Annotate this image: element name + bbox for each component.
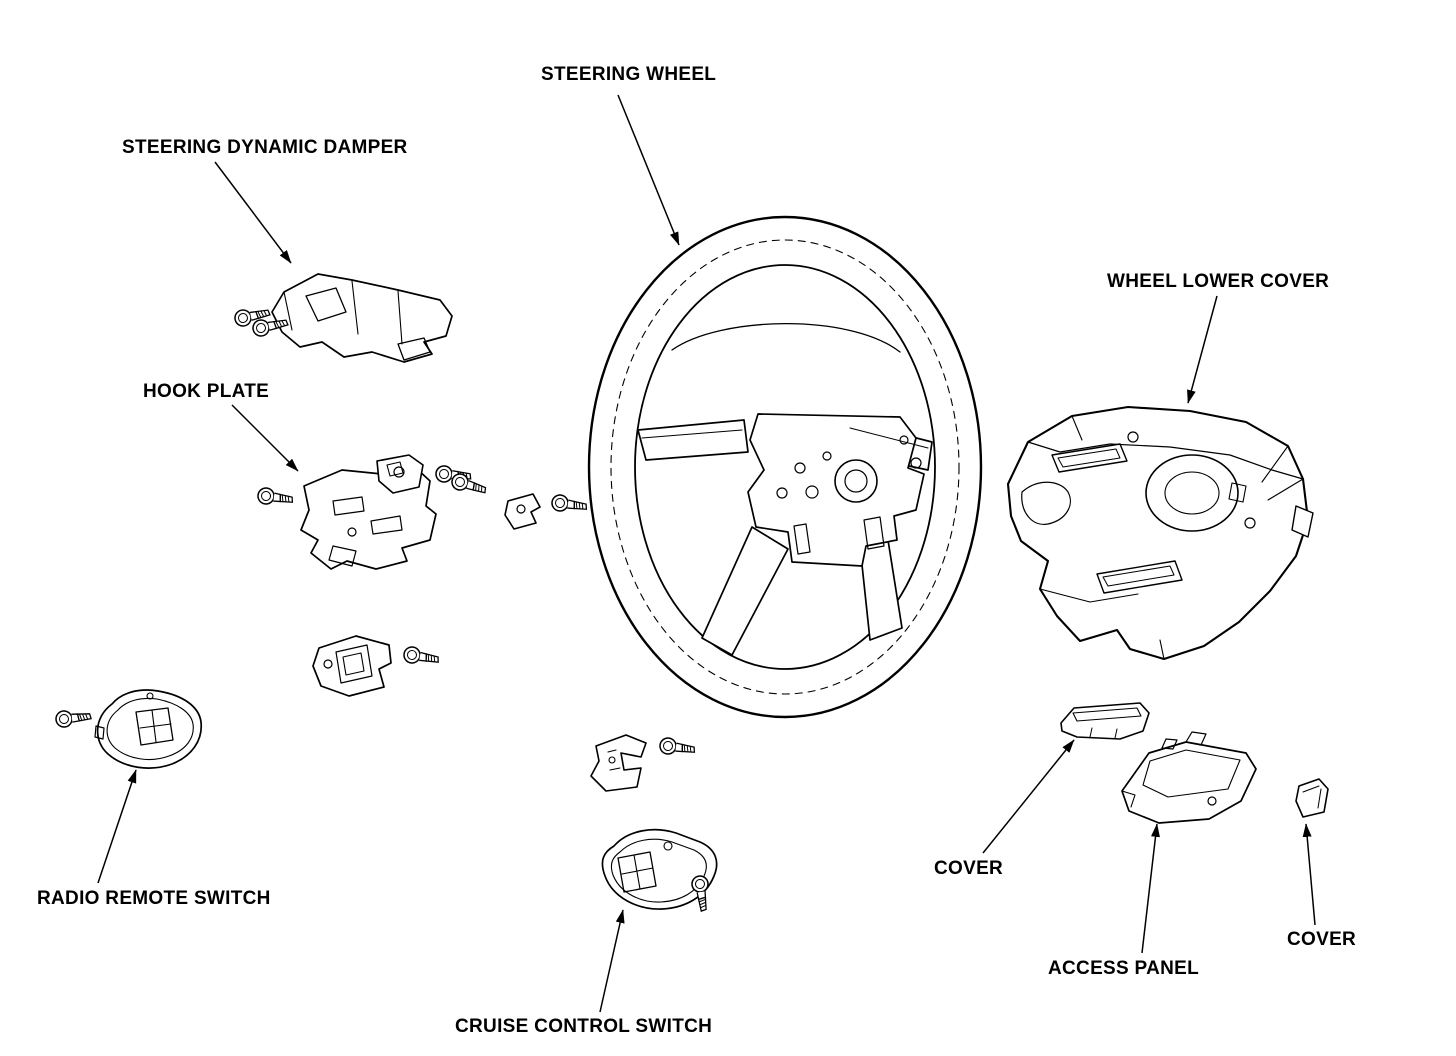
wheel-lower-cover-arrow <box>1187 295 1218 404</box>
label-radio-remote-switch: RADIO REMOTE SWITCH <box>37 888 271 909</box>
screw-middle-clip <box>550 493 589 516</box>
dynamic-damper-arrow <box>214 161 292 264</box>
screw-lower-bracket <box>401 644 441 669</box>
radio-remote-switch-drawing <box>94 689 202 769</box>
cruise-control-switch-arrow <box>599 909 625 1013</box>
wheel-lower-cover-drawing <box>1006 405 1314 661</box>
label-cruise-control-switch: CRUISE CONTROL SWITCH <box>455 1016 713 1037</box>
cover-right-arrow <box>1302 823 1316 926</box>
cruise-control-switch-drawing <box>601 828 718 910</box>
cover-right-drawing <box>1295 778 1329 818</box>
cover-upper-arrow <box>982 739 1075 854</box>
center-clip-drawing <box>590 734 647 792</box>
screw-radio-remote <box>54 707 93 729</box>
steering-wheel-arrow <box>617 94 680 246</box>
hub-bore <box>834 459 878 503</box>
steering-wheel-drawing <box>587 215 983 719</box>
steering-dynamic-damper-drawing <box>271 273 453 363</box>
access-panel-drawing <box>1121 731 1257 824</box>
label-cover-right: COVER <box>1287 929 1357 950</box>
label-steering-dynamic-damper: STEERING DYNAMIC DAMPER <box>122 137 408 158</box>
leader-arrows <box>97 94 1316 1013</box>
label-hook-plate: HOOK PLATE <box>143 381 270 402</box>
access-panel-arrow <box>1141 823 1160 954</box>
label-access-panel: ACCESS PANEL <box>1048 958 1200 979</box>
label-wheel-lower-cover: WHEEL LOWER COVER <box>1107 271 1330 292</box>
hook-plate-arrow <box>231 404 299 472</box>
label-steering-wheel: STEERING WHEEL <box>541 64 717 85</box>
hook-plate-drawing <box>300 454 541 697</box>
radio-remote-switch-arrow <box>97 769 137 884</box>
label-cover-upper: COVER <box>934 858 1004 879</box>
cover-upper-drawing <box>1060 702 1150 740</box>
screw-hook-plate <box>256 486 295 509</box>
screw-center-clip <box>658 736 697 759</box>
